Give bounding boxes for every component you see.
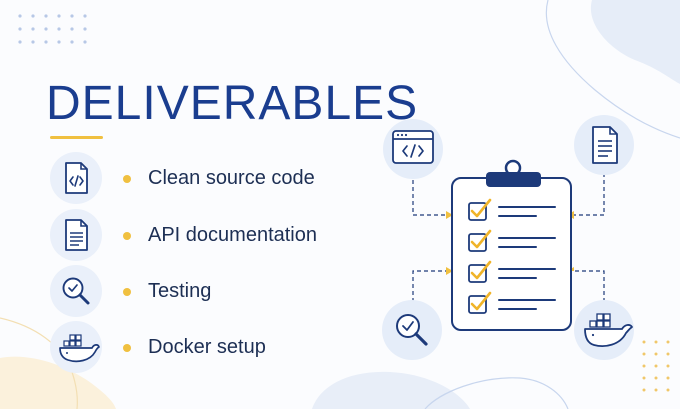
bullet xyxy=(123,232,131,240)
bullet xyxy=(123,344,131,352)
dot-grid-accent xyxy=(642,340,670,392)
checklist-item xyxy=(468,260,556,283)
title-underline xyxy=(50,136,103,139)
checklist-item xyxy=(468,229,556,252)
dot-grid xyxy=(18,14,87,44)
deliverable-item-docker: Docker setup xyxy=(50,321,350,373)
magnifier-check-icon xyxy=(382,300,442,360)
code-file-icon xyxy=(50,152,102,204)
deliverable-item-api-docs: API documentation xyxy=(50,209,350,261)
docker-whale-icon xyxy=(50,321,102,373)
connector-lines xyxy=(412,166,605,302)
page-title: DELIVERABLES xyxy=(46,77,419,130)
document-icon xyxy=(574,115,634,175)
deliverable-item-source-code: Clean source code xyxy=(50,152,350,204)
code-window-icon xyxy=(383,119,443,179)
bullet xyxy=(123,175,131,183)
deliverable-label: API documentation xyxy=(148,224,317,246)
deliverable-label: Clean source code xyxy=(148,167,315,189)
deliverable-label: Docker setup xyxy=(148,336,266,358)
bullet xyxy=(123,288,131,296)
deliverable-item-testing: Testing xyxy=(50,265,350,317)
docker-whale-icon xyxy=(574,300,634,360)
clipboard-illustration xyxy=(451,159,572,331)
checklist-item xyxy=(468,291,556,314)
magnifier-check-icon xyxy=(50,265,102,317)
checklist-item xyxy=(468,198,556,221)
document-icon xyxy=(50,209,102,261)
deliverable-label: Testing xyxy=(148,280,212,302)
